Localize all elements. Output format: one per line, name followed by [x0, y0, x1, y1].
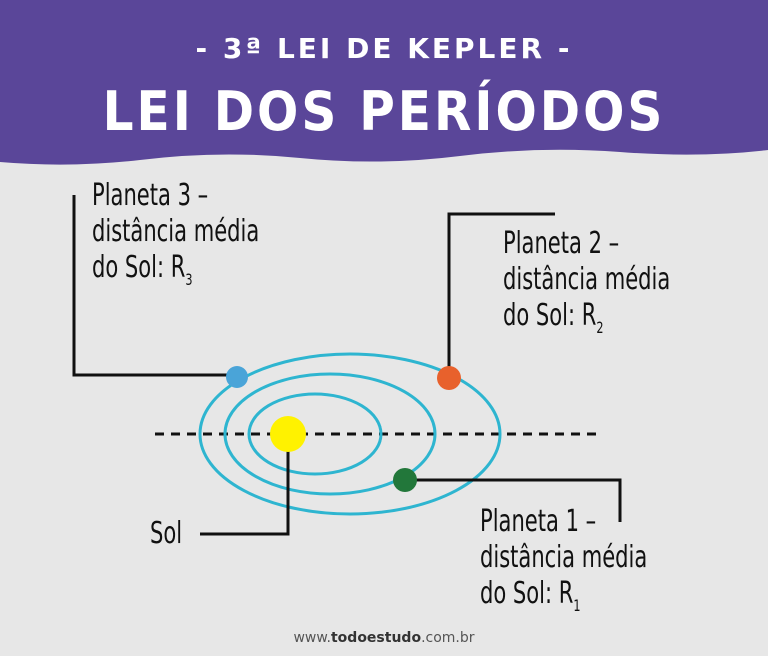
orbit-outer — [198, 352, 502, 516]
header-banner: - 3ª LEI DE KEPLER - LEI DOS PERÍODOS — [0, 0, 768, 172]
planet2 — [437, 366, 461, 390]
planet3 — [226, 366, 248, 388]
subtitle: - 3ª LEI DE KEPLER - — [195, 32, 573, 65]
planet3-leader-line — [72, 195, 237, 377]
planet2-leader-line — [447, 212, 555, 375]
planet2-label: Planeta 2 – distância média do Sol: R2 — [503, 226, 671, 337]
banner-background — [0, 0, 768, 165]
sun — [270, 416, 306, 452]
orbit-middle — [223, 372, 437, 496]
page-title: LEI DOS PERÍODOS — [102, 80, 666, 143]
sun-label: Sol — [150, 516, 183, 551]
planet1 — [393, 468, 417, 492]
planet3-label: Planeta 3 – distância média do Sol: R3 — [92, 178, 260, 289]
orbit-inner — [247, 392, 383, 476]
sun-leader-line — [200, 434, 290, 536]
footer-url[interactable]: www.todoestudo.com.br — [293, 630, 475, 646]
planet1-leader-line — [405, 478, 622, 522]
planet1-label: Planeta 1 – distância média do Sol: R1 — [480, 504, 648, 615]
